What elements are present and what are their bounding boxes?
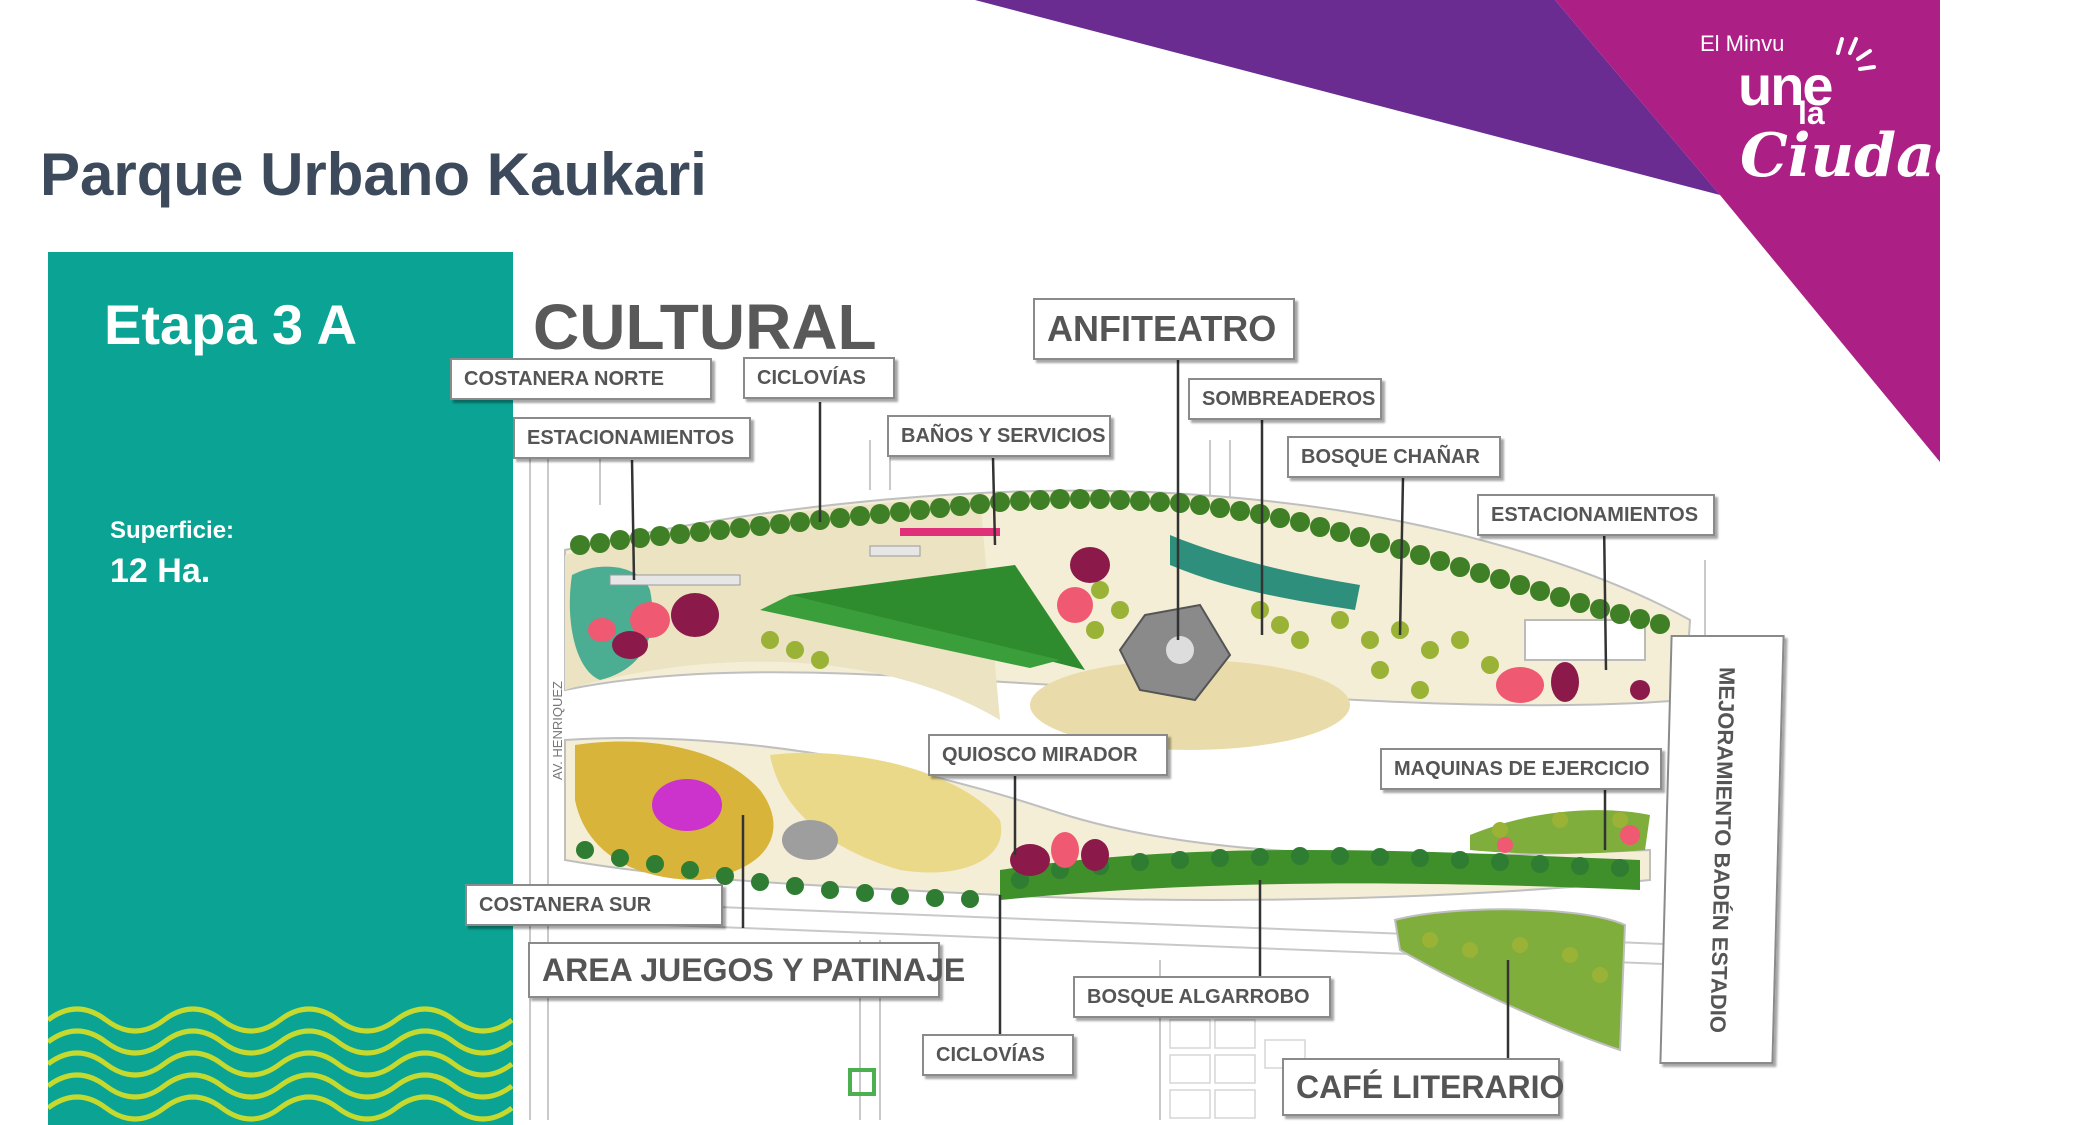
label-quiosco-mirador: QUIOSCO MIRADOR bbox=[928, 734, 1168, 776]
label-mejoramiento-baden-estadio: MEJORAMIENTO BADÉN ESTADIO bbox=[1659, 635, 1785, 1064]
label-estacionamientos-left: ESTACIONAMIENTOS bbox=[513, 417, 751, 459]
park-site-plan: AV. HENRIQUEZ bbox=[529, 440, 1706, 1120]
section-cultural-label: CULTURAL bbox=[533, 291, 877, 363]
label-estacionamientos-right: ESTACIONAMIENTOS bbox=[1477, 494, 1715, 536]
wave-decoration bbox=[48, 1006, 513, 1122]
street-label: AV. HENRIQUEZ bbox=[550, 681, 565, 780]
label-ciclovias-bottom: CICLOVÍAS bbox=[922, 1034, 1074, 1076]
label-maquinas-ejercicio: MAQUINAS DE EJERCICIO bbox=[1380, 748, 1662, 790]
label-sombreaderos: SOMBREADEROS bbox=[1188, 378, 1382, 420]
label-anfiteatro: ANFITEATRO bbox=[1033, 298, 1295, 360]
minvu-logo: El Minvu une la Ciudad bbox=[1700, 31, 1977, 191]
label-banos-servicios: BAÑOS Y SERVICIOS bbox=[887, 415, 1111, 457]
stage-info-panel: Etapa 3 A Superficie: 12 Ha. bbox=[48, 252, 513, 1125]
page-title: Parque Urbano Kaukari bbox=[40, 141, 707, 208]
surface-value: 12 Ha. bbox=[110, 552, 211, 590]
label-area-juegos-patinaje: AREA JUEGOS Y PATINAJE bbox=[528, 942, 965, 998]
label-bosque-chanar: BOSQUE CHAÑAR bbox=[1287, 436, 1501, 478]
label-cafe-literario: CAFÉ LITERARIO bbox=[1282, 1058, 1564, 1116]
decorative-corner bbox=[975, 0, 1940, 462]
stage-title: Etapa 3 A bbox=[104, 293, 358, 356]
surface-label: Superficie: bbox=[110, 517, 235, 544]
label-costanera-sur: COSTANERA SUR bbox=[465, 884, 723, 926]
label-costanera-norte: COSTANERA NORTE bbox=[450, 358, 712, 400]
label-ciclovias-top: CICLOVÍAS bbox=[743, 357, 895, 399]
label-bosque-algarrobo: BOSQUE ALGARROBO bbox=[1073, 976, 1331, 1018]
